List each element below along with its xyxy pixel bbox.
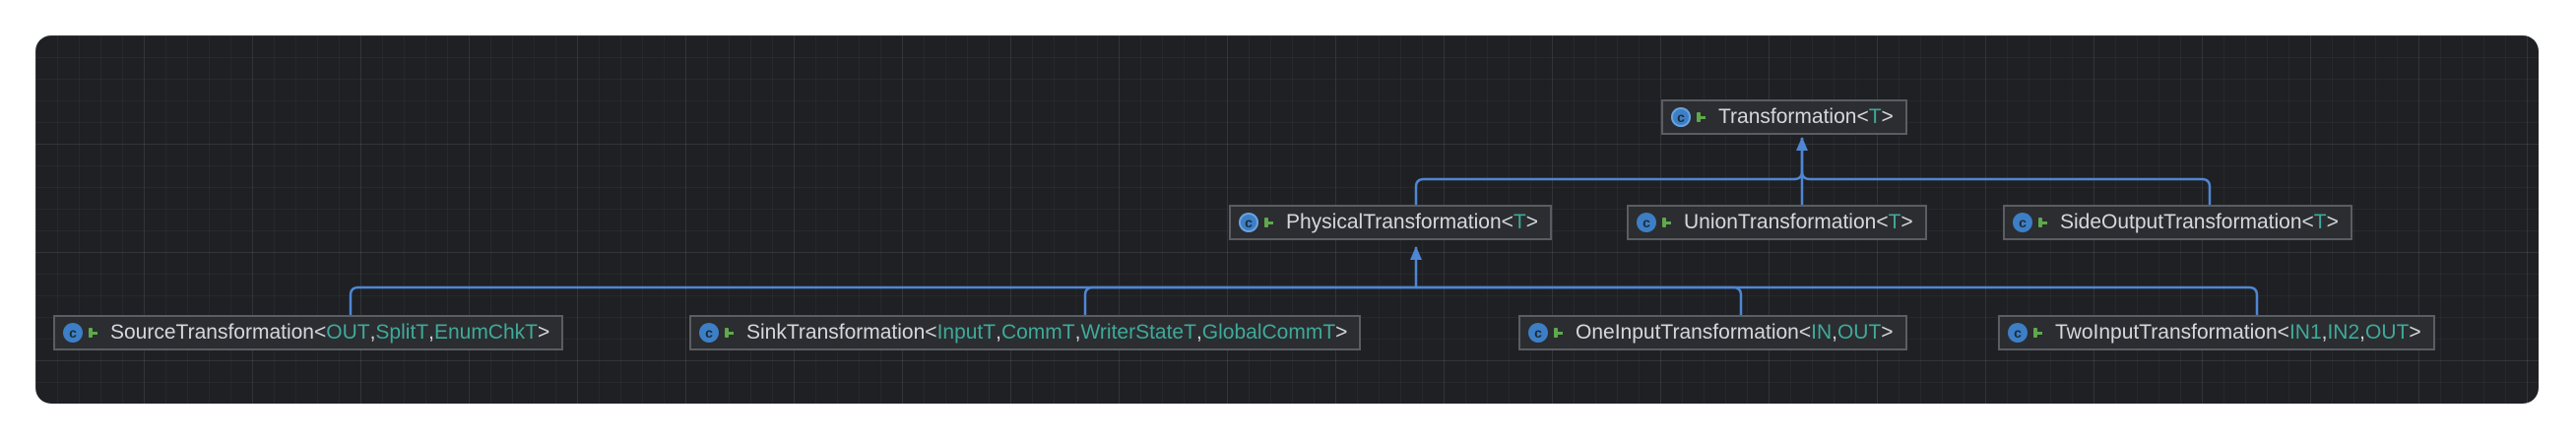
- class-name: UnionTransformation: [1684, 211, 1877, 233]
- generic-close-bracket: >: [1900, 211, 1913, 233]
- type-parameter: T: [1513, 211, 1526, 233]
- type-parameter: GlobalCommT: [1201, 321, 1336, 344]
- generic-close-bracket: >: [1881, 105, 1894, 128]
- public-visibility-icon: [1695, 110, 1707, 124]
- public-visibility-icon: [1660, 216, 1672, 229]
- type-parameter: OUT: [1836, 321, 1882, 344]
- public-visibility-icon: [87, 326, 98, 340]
- generic-open-bracket: <: [1876, 211, 1889, 233]
- type-param-separator: ,: [428, 321, 434, 344]
- node-sink-transformation[interactable]: c SinkTransformation <InputT, CommT, Writ…: [689, 315, 1362, 350]
- generic-open-bracket: <: [1798, 321, 1812, 344]
- class-icon: c: [63, 323, 83, 343]
- generic-close-bracket: >: [2409, 321, 2421, 344]
- class-icon: c: [699, 323, 719, 343]
- node-physical-transformation[interactable]: c PhysicalTransformation <T>: [1229, 205, 1552, 240]
- class-name: SourceTransformation: [110, 321, 314, 344]
- generic-close-bracket: >: [1525, 211, 1538, 233]
- generic-open-bracket: <: [313, 321, 327, 344]
- type-parameter: OUT: [326, 321, 370, 344]
- type-param-separator: ,: [1195, 321, 1202, 344]
- class-icon: c: [1637, 213, 1656, 232]
- public-visibility-icon: [2036, 216, 2048, 229]
- abstract-class-icon: c: [1671, 107, 1691, 127]
- type-param-separator: ,: [2321, 321, 2328, 344]
- type-parameter: SplitT: [375, 321, 429, 344]
- generic-close-bracket: >: [1881, 321, 1894, 344]
- public-visibility-icon: [2031, 326, 2043, 340]
- edge-sideoutput-to-transformation: [1800, 170, 2212, 216]
- public-visibility-icon: [1262, 216, 1274, 229]
- class-name: TwoInputTransformation: [2055, 321, 2278, 344]
- node-two-input-transformation[interactable]: c TwoInputTransformation <IN1, IN2, OUT>: [1998, 315, 2435, 350]
- generic-open-bracket: <: [2277, 321, 2289, 344]
- generic-close-bracket: >: [2326, 211, 2339, 233]
- public-visibility-icon: [723, 326, 735, 340]
- type-parameter: T: [1888, 211, 1901, 233]
- type-parameter: IN1: [2288, 321, 2322, 344]
- inheritance-edges: [349, 137, 2259, 324]
- type-param-separator: ,: [1832, 321, 1837, 344]
- class-icon: c: [2013, 213, 2032, 232]
- node-side-output-transformation[interactable]: c SideOutputTransformation <T>: [2003, 205, 2352, 240]
- class-name: OneInputTransformation: [1576, 321, 1799, 344]
- edge-source-to-physical: [349, 246, 1422, 324]
- type-parameter: T: [2313, 211, 2327, 233]
- node-union-transformation[interactable]: c UnionTransformation <T>: [1627, 205, 1927, 240]
- type-parameter: OUT: [2365, 321, 2410, 344]
- type-param-separator: ,: [996, 321, 1001, 344]
- type-parameter: IN2: [2327, 321, 2360, 344]
- node-transformation[interactable]: c Transformation <T>: [1661, 99, 1907, 135]
- node-one-input-transformation[interactable]: c OneInputTransformation <IN, OUT>: [1518, 315, 1907, 350]
- node-source-transformation[interactable]: c SourceTransformation <OUT, SplitT, Enum…: [53, 315, 564, 350]
- type-parameter: T: [1868, 105, 1882, 128]
- type-parameter: EnumChkT: [433, 321, 538, 344]
- type-param-separator: ,: [1074, 321, 1081, 344]
- type-parameter: WriterStateT: [1080, 321, 1196, 344]
- type-param-separator: ,: [2359, 321, 2365, 344]
- type-param-separator: ,: [369, 321, 376, 344]
- generic-open-bracket: <: [925, 321, 937, 344]
- generic-open-bracket: <: [1501, 211, 1513, 233]
- generic-close-bracket: >: [1335, 321, 1348, 344]
- edge-twoinput-to-physical: [1416, 285, 2259, 324]
- generic-open-bracket: <: [1856, 105, 1869, 128]
- public-visibility-icon: [1552, 326, 1564, 340]
- abstract-class-icon: c: [1239, 213, 1258, 232]
- type-parameter: IN: [1811, 321, 1833, 344]
- generic-open-bracket: <: [2301, 211, 2314, 233]
- class-name: Transformation: [1718, 105, 1857, 128]
- class-name: PhysicalTransformation: [1286, 211, 1502, 233]
- type-parameter: InputT: [936, 321, 997, 344]
- class-icon: c: [2008, 323, 2028, 343]
- class-icon: c: [1528, 323, 1548, 343]
- edge-sink-to-physical: [1083, 285, 1416, 324]
- class-name: SinkTransformation: [746, 321, 926, 344]
- class-name: SideOutputTransformation: [2060, 211, 2302, 233]
- type-parameter: CommT: [1000, 321, 1075, 344]
- generic-close-bracket: >: [537, 321, 550, 344]
